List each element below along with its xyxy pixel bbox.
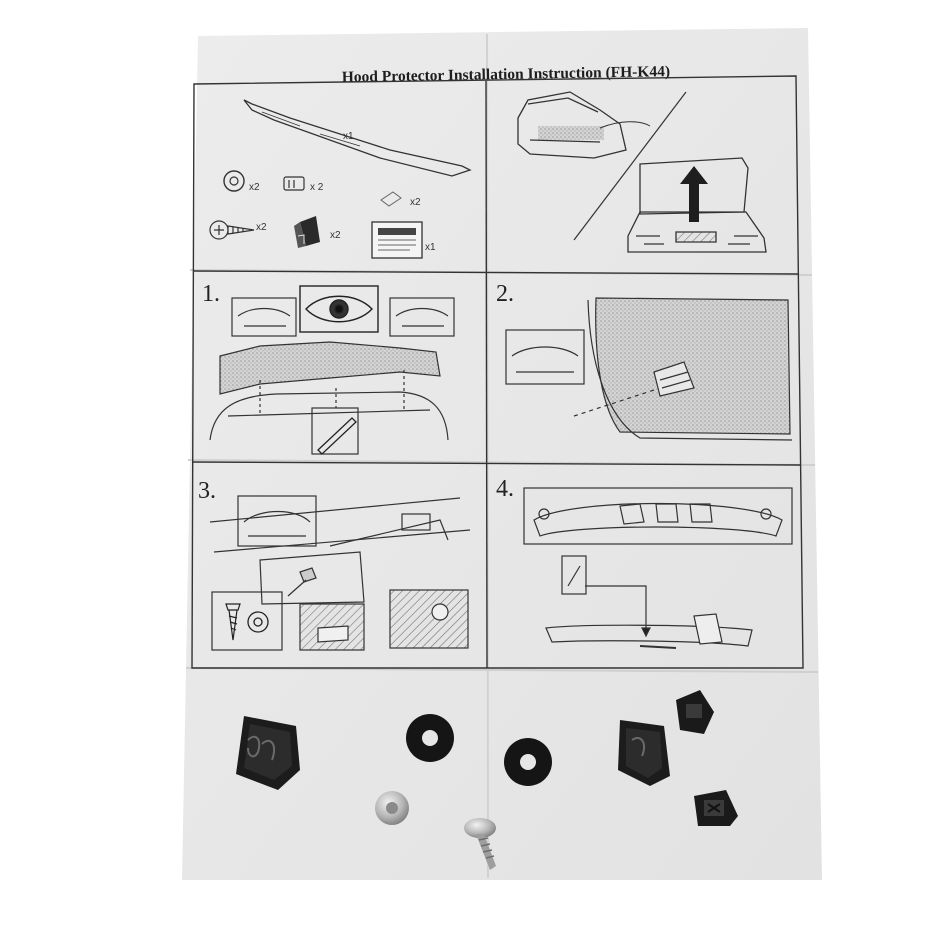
black-clip-bottom (694, 790, 738, 826)
black-clip-top (676, 690, 714, 734)
bracket-qty: x2 (330, 230, 341, 241)
page-title: Hood Protector Installation Instruction … (342, 63, 671, 86)
step-4-label: 4. (496, 476, 514, 502)
parts-panel: x1 x2 x 2 x2 x2 (209, 99, 472, 259)
step-2-label: 2. (496, 281, 514, 307)
arrow-up-icon (680, 166, 708, 222)
step-3-label: 3. (198, 478, 216, 504)
metal-screw (464, 818, 496, 870)
step-3-screw-icon (225, 603, 241, 641)
step-1-panel (209, 297, 455, 455)
step-3-panel (209, 495, 471, 651)
pad-qty: x2 (410, 197, 421, 208)
screw-icon (209, 220, 255, 240)
step-4-panel (523, 487, 793, 649)
step-1-label: 1. (202, 281, 220, 307)
metal-grommet (375, 791, 409, 825)
black-washer-1 (406, 714, 454, 762)
pad-icon (380, 191, 402, 207)
screw-qty: x2 (256, 222, 267, 233)
car-panel (517, 91, 767, 253)
washer-icon (223, 170, 245, 192)
deflector-qty: x1 (343, 131, 354, 142)
eye-icon (299, 285, 379, 333)
clip-qty: x 2 (310, 182, 324, 193)
black-bracket-left (236, 716, 300, 790)
bracket-icon (294, 216, 320, 248)
step-3-washer-icon (247, 611, 269, 633)
card-icon (371, 221, 423, 259)
washer-qty: x2 (249, 182, 260, 193)
instruction-grid (191, 75, 804, 669)
card-qty: x1 (425, 242, 436, 253)
step-2-panel (505, 297, 793, 441)
pencil-icon (317, 417, 357, 455)
black-bracket-right (618, 720, 670, 786)
clip-icon (283, 176, 305, 191)
black-washer-2 (504, 738, 552, 786)
deflector-part (243, 99, 472, 177)
